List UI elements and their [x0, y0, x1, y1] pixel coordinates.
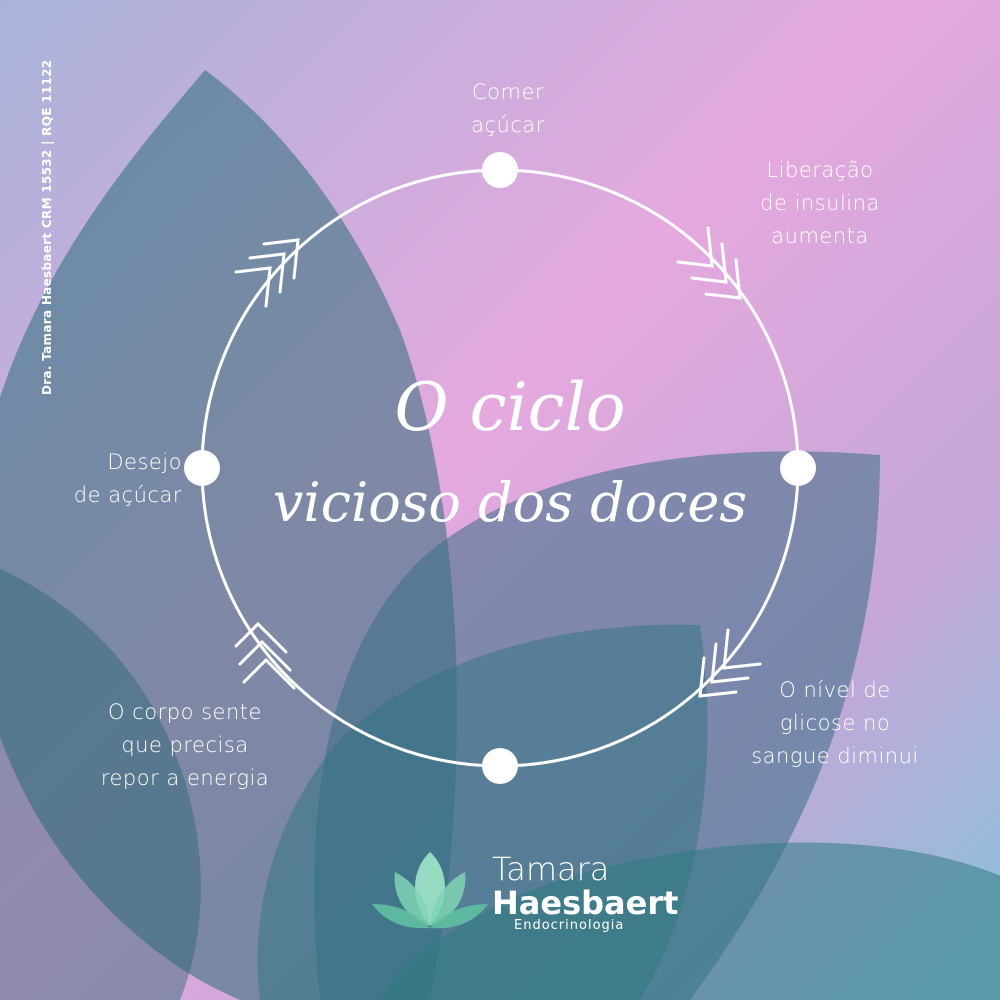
lotus-icon: [372, 852, 488, 929]
leaf-bottom-right: [380, 842, 1000, 1000]
step-label-line: Liberação: [766, 158, 874, 182]
step-label-line: O nível de: [779, 678, 891, 702]
node-top: [482, 152, 518, 188]
step-label-line: aumenta: [771, 224, 869, 248]
step-label-line: glicose no: [779, 711, 891, 735]
step-label-line: de insulina: [760, 191, 880, 215]
step-label-line: repor a energia: [100, 766, 270, 790]
node-bottom: [482, 748, 518, 784]
step-label-craving: Desejo de açúcar: [30, 446, 182, 512]
leaf-bottom-left: [0, 568, 201, 1000]
node-right: [780, 450, 816, 486]
logo-name: Tamara Haesbaert: [492, 852, 678, 920]
step-label-eat-sugar: Comer açúcar: [430, 76, 586, 142]
step-label-insulin: Liberação de insulina aumenta: [735, 154, 905, 253]
logo-subtitle: Endocrinologia: [514, 918, 625, 933]
step-label-line: que precisa: [121, 733, 249, 757]
title-line-2: vicioso dos doces: [272, 471, 748, 534]
arrow-top-left: [234, 238, 300, 308]
title-line-1: O ciclo: [394, 369, 626, 446]
step-label-glucose: O nível de glicose no sangue diminui: [720, 674, 950, 773]
doctor-credit: Dra. Tamara Haesbaert CRM 15532 | RQE 11…: [40, 59, 54, 395]
step-label-line: Comer: [471, 80, 545, 104]
step-label-body-energy: O corpo sente que precisa repor a energi…: [72, 696, 298, 795]
step-label-line: sangue diminui: [751, 744, 919, 768]
logo-name-line-1: Tamara: [492, 850, 610, 888]
step-label-line: açúcar: [471, 113, 545, 137]
arrow-top-right: [676, 226, 742, 300]
arrow-bottom-right: [698, 628, 762, 698]
logo-name-line-2: Haesbaert: [492, 884, 679, 922]
arrow-bottom-left: [234, 621, 296, 690]
step-label-line: O corpo sente: [108, 700, 262, 724]
step-label-line: Desejo: [107, 450, 182, 474]
step-label-line: de açúcar: [73, 483, 182, 507]
node-left: [184, 450, 220, 486]
